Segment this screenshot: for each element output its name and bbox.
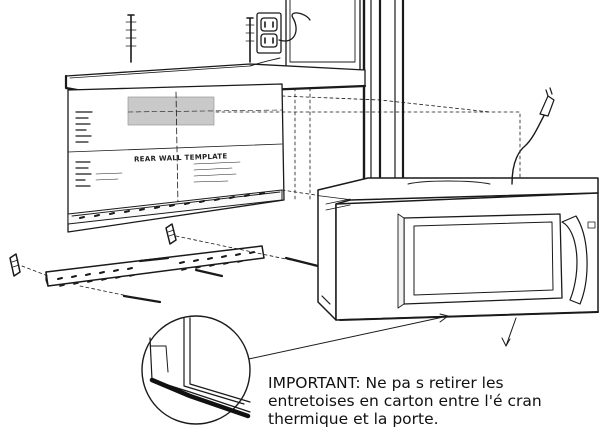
rear-wall-template xyxy=(67,83,285,233)
cabinet-screws xyxy=(125,14,255,63)
detail-magnifier xyxy=(141,315,251,425)
plate-screws xyxy=(122,256,320,304)
mounting-plate xyxy=(45,245,265,287)
microwave-oven xyxy=(317,87,599,321)
wall-bracket-installed xyxy=(71,191,281,219)
toggle-clips xyxy=(9,223,177,277)
wall-outlet xyxy=(256,12,311,54)
note-line-2: entretoises en carton entre l'é cran xyxy=(268,392,542,410)
wall-frame xyxy=(281,0,405,201)
callout-leaders xyxy=(243,313,517,361)
note-line-3: thermique et la porte. xyxy=(268,410,439,428)
note-line-1: IMPORTANT: Ne pa s retirer les xyxy=(268,374,504,392)
alignment-lines xyxy=(21,95,521,297)
important-note: IMPORTANT: Ne pa s retirer les entretois… xyxy=(268,374,598,428)
